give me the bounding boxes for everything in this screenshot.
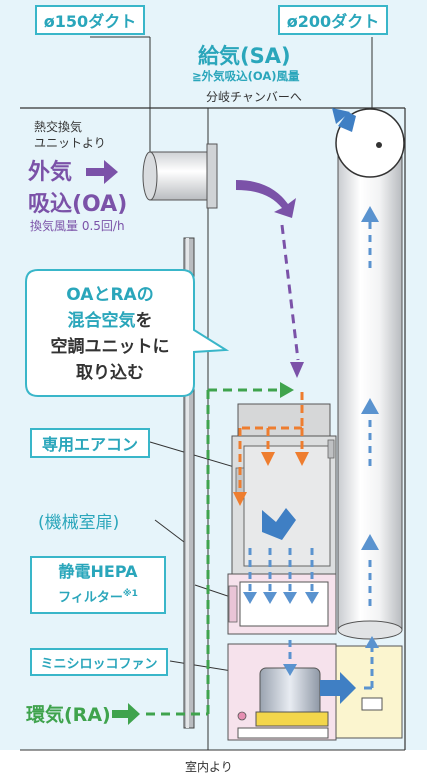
bubble-line-2: 混合空気を bbox=[26, 308, 194, 334]
duct-150-tag: ø150ダクト bbox=[35, 5, 145, 35]
mixed-air-flow bbox=[233, 392, 309, 506]
ventilation-rate: 換気風量 0.5回/h bbox=[30, 219, 125, 233]
hepa-label-1: 静電HEPA bbox=[58, 561, 138, 581]
arrow-right-icon bbox=[280, 382, 294, 398]
aircon-label: 専用エアコン bbox=[41, 435, 138, 454]
curved-arrow-icon bbox=[262, 508, 296, 540]
arrow-up-icon bbox=[338, 112, 356, 132]
aircon-tag: 専用エアコン bbox=[30, 428, 150, 458]
outdoor-air-title-2: 吸込(OA) bbox=[28, 192, 128, 217]
hepa-label-2-line: フィルター※1 bbox=[58, 583, 138, 609]
speech-bubble-shape bbox=[25, 269, 230, 397]
supply-air-destination: 分岐チャンバーへ bbox=[206, 90, 302, 104]
arrow-up-icon bbox=[365, 636, 379, 648]
arrow-right-icon bbox=[112, 703, 140, 725]
hepa-filter-unit bbox=[227, 573, 337, 635]
door-label: (機械室扉) bbox=[38, 513, 120, 533]
curved-arrow-icon bbox=[236, 180, 296, 218]
room-source-caption: 室内より bbox=[185, 760, 233, 774]
duct-150-label: ø150ダクト bbox=[43, 12, 137, 31]
arrow-down-icon bbox=[305, 592, 319, 604]
arrow-up-icon bbox=[361, 206, 379, 222]
arrow-down-icon bbox=[295, 452, 309, 466]
bubble-mixed-air: 混合空気 bbox=[67, 311, 136, 331]
supply-air-flow bbox=[243, 108, 379, 704]
heat-exchanger-label-2: ユニットより bbox=[34, 136, 106, 150]
bubble-line-4: 取り込む bbox=[76, 363, 144, 383]
machine-room-door bbox=[183, 237, 195, 729]
arrow-up-icon bbox=[361, 534, 379, 550]
arrow-down-icon bbox=[290, 362, 304, 378]
supply-air-title: 給気(SA) bbox=[198, 44, 291, 68]
hepa-tag: 静電HEPA フィルター※1 bbox=[30, 556, 166, 614]
heat-exchanger-label-1: 熱交換気 bbox=[34, 120, 83, 134]
arrow-down-icon bbox=[243, 592, 257, 604]
fan-label: ミニシロッコファン bbox=[40, 656, 158, 672]
arrow-right-icon bbox=[320, 672, 356, 704]
return-air-flow bbox=[112, 382, 294, 725]
bubble-line-1: OAとRAの bbox=[66, 285, 154, 305]
outdoor-air-title-1: 外気 bbox=[28, 160, 73, 185]
arrow-down-icon bbox=[261, 452, 275, 466]
duct-200-tag: ø200ダクト bbox=[278, 5, 388, 35]
arrow-right-icon bbox=[86, 160, 118, 184]
duct-200-vertical bbox=[335, 108, 405, 640]
sirocco-fan-unit bbox=[227, 643, 337, 741]
fan-tag: ミニシロッコファン bbox=[30, 648, 168, 676]
duct-150-horizontal bbox=[142, 143, 218, 209]
arrow-down-icon bbox=[233, 492, 247, 506]
arrow-down-icon bbox=[263, 592, 277, 604]
bubble-particle: を bbox=[135, 311, 153, 331]
return-air-label: 環気(RA) bbox=[26, 704, 111, 726]
hepa-note: ※1 bbox=[122, 588, 138, 599]
duct-200-label: ø200ダクト bbox=[286, 12, 380, 31]
bubble-line-3: 空調ユニットに bbox=[50, 337, 170, 357]
arrow-up-icon bbox=[361, 398, 379, 414]
hepa-label-2: フィルター bbox=[58, 590, 123, 606]
arrow-down-icon bbox=[283, 664, 297, 676]
outdoor-air-flow bbox=[86, 160, 304, 378]
speech-bubble-text: OAとRAの 混合空気を 空調ユニットに 取り込む bbox=[26, 282, 194, 386]
supply-air-condition: ≧外気吸込(OA)風量 bbox=[192, 69, 300, 83]
arrow-down-icon bbox=[283, 592, 297, 604]
